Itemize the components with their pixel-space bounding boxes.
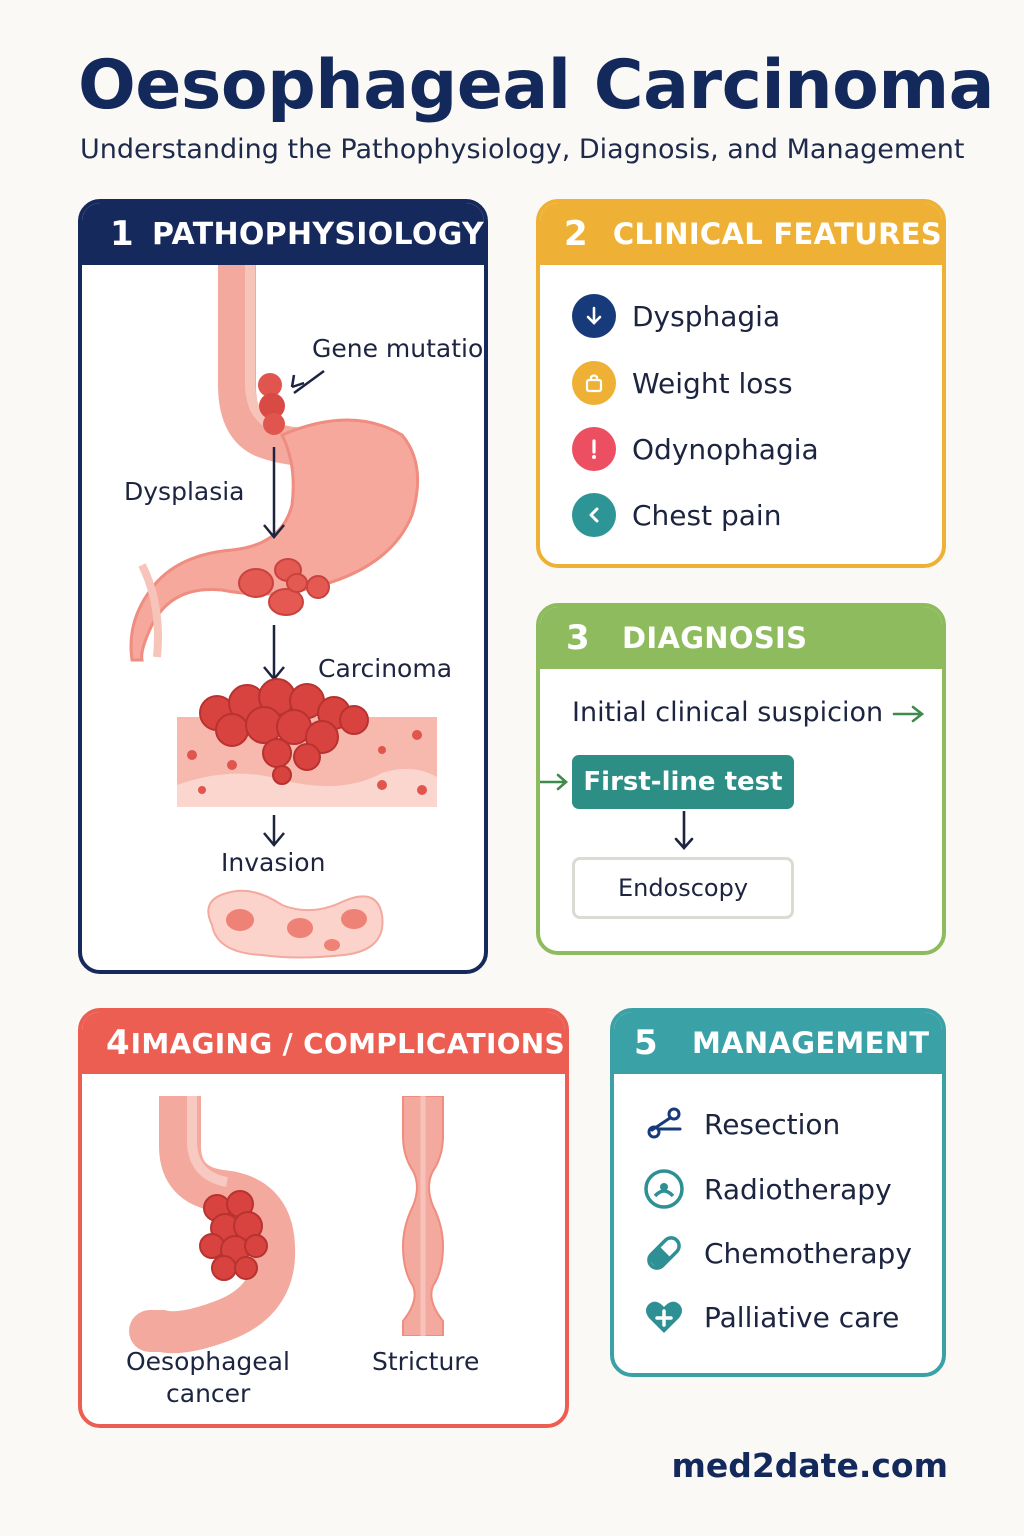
panel-diagnosis: 3 DIAGNOSIS Initial clinical suspicion F… [536,603,946,955]
panel-header: 5 MANAGEMENT [614,1012,942,1074]
panel-number: 1 [110,214,134,254]
arrow-right-icon [892,705,925,723]
feature-label: Chest pain [632,498,782,532]
panel-title: MANAGEMENT [692,1026,930,1060]
management-resection: Resection [642,1102,840,1146]
chevron-left-icon [572,493,616,537]
radiation-icon [642,1167,686,1211]
feature-odynophagia: Odynophagia [572,427,819,471]
label-invasion: Invasion [221,848,326,877]
scale-icon [572,361,616,405]
panel-title: IMAGING / COMPLICATIONS [130,1026,565,1060]
panel-title: CLINICAL FEATURES [612,217,942,251]
heart-plus-icon [642,1295,686,1339]
feature-dysphagia: Dysphagia [572,294,780,338]
label-carcinoma: Carcinoma [318,654,453,683]
label-oesophageal-cancer-line2: cancer [166,1379,251,1408]
management-palliative-care: Palliative care [642,1295,899,1339]
panel-clinical-features: 2 CLINICAL FEATURES Dysphagia Weight los… [536,199,946,568]
arrow-right-icon [540,773,568,791]
panel-imaging: 4 IMAGING / COMPLICATIONS Oesophageal ca… [78,1008,569,1428]
management-label: Palliative care [704,1300,900,1334]
capsule-icon [642,1231,686,1275]
feature-label: Dysphagia [632,299,781,333]
panel-header: 1 PATHOPHYSIOLOGY [82,203,484,265]
page-title: Oesophageal Carcinoma [78,46,995,125]
arrow-down-icon [674,811,694,850]
feature-weight-loss: Weight loss [572,361,793,405]
management-radiotherapy: Radiotherapy [642,1167,892,1211]
panel-number: 2 [564,214,588,254]
feature-label: Weight loss [632,366,793,400]
panel-number: 3 [566,618,590,658]
mutation-cell [259,393,285,419]
panel-header: 4 IMAGING / COMPLICATIONS [82,1012,565,1074]
label-gene-mutation: Gene mutation [312,334,488,363]
management-label: Radiotherapy [704,1172,892,1206]
panel-management: 5 MANAGEMENT Resection Radiotherapy Chem… [610,1008,946,1377]
management-label: Resection [704,1107,841,1141]
mutation-cell [258,373,282,397]
scissors-icon [642,1102,686,1146]
feature-chest-pain: Chest pain [572,493,781,537]
management-chemotherapy: Chemotherapy [642,1231,912,1275]
panel-title: PATHOPHYSIOLOGY [151,216,484,252]
label-oesophageal-cancer: Oesophageal [126,1347,290,1376]
first-line-test-box: First-line test [572,755,794,809]
panel-number: 4 [106,1023,130,1063]
panel-header: 3 DIAGNOSIS [540,607,942,669]
panel-number: 5 [634,1023,658,1063]
endoscopy-box: Endoscopy [572,857,794,919]
panel-pathophysiology: 1 PATHOPHYSIOLOGY [78,199,488,974]
mutation-cell [263,413,285,435]
page-subtitle: Understanding the Pathophysiology, Diagn… [80,134,965,165]
label-dysplasia: Dysplasia [124,477,245,506]
panel-title: DIAGNOSIS [622,621,808,655]
footer-brand: med2date.com [671,1446,948,1485]
oesophageal-cancer-illustration [129,1096,296,1354]
management-label: Chemotherapy [704,1236,912,1270]
diagnosis-suspicion: Initial clinical suspicion [572,697,884,728]
feature-label: Odynophagia [632,432,819,466]
stricture-illustration [401,1096,445,1336]
panel-header: 2 CLINICAL FEATURES [540,203,942,265]
down-arrow-icon [572,294,616,338]
exclamation-icon [572,427,616,471]
pathophysiology-illustration [129,265,437,959]
label-stricture: Stricture [372,1347,480,1376]
